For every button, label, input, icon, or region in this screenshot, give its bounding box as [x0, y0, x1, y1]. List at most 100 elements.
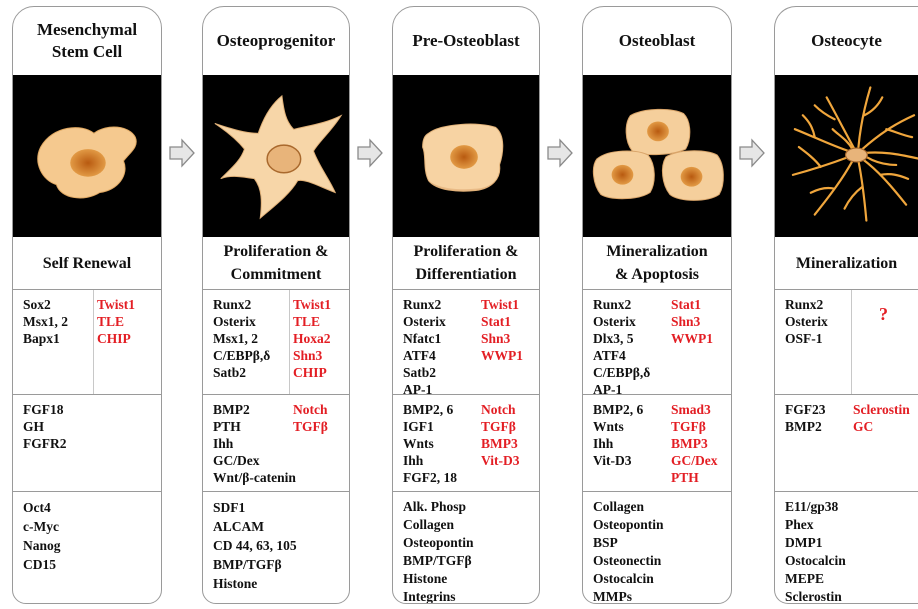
list-item: Wnts — [403, 435, 457, 452]
signaling-row: BMP2, 6 IGF1 Wnts Ihh FGF2, 18 Notch TGF… — [393, 395, 539, 492]
list-item: IGF1 — [403, 418, 457, 435]
list-item: BMP/TGFβ — [403, 552, 474, 570]
markers-row: SDF1 ALCAM CD 44, 63, 105 BMP/TGFβ Histo… — [203, 492, 349, 603]
cell-image — [775, 75, 918, 237]
transcription-factors-row: Runx2 Osterix Msx1, 2 C/EBPβ,δ Satb2 Twi… — [203, 290, 349, 395]
list-item: Twist1 — [481, 296, 523, 313]
arrow-right-icon — [356, 138, 384, 168]
list-item: Ihh — [213, 435, 296, 452]
list-item: Phex — [785, 516, 846, 534]
list-item: Shn3 — [481, 330, 523, 347]
cell-image — [203, 75, 349, 237]
markers-row: Alk. Phosp Collagen Osteopontin BMP/TGFβ… — [393, 492, 539, 603]
list-item: BMP3 — [481, 435, 520, 452]
list-item: Runx2 — [403, 296, 446, 313]
list-item: Satb2 — [213, 364, 270, 381]
divider — [93, 290, 94, 394]
arrow-right-icon — [546, 138, 574, 168]
inhibitor-list: Stat1 Shn3 WWP1 — [671, 296, 713, 347]
stage-process: Mineralization & Apoptosis — [583, 237, 731, 290]
activator-list: Runx2 Osterix Nfatc1 ATF4 Satb2 AP-1 — [403, 296, 446, 398]
list-item: BMP3 — [671, 435, 718, 452]
list-item: Nfatc1 — [403, 330, 446, 347]
stage-title: Osteoblast — [583, 7, 731, 75]
list-item: GH — [23, 418, 67, 435]
column-osteoblast: Osteoblast Mineralization & Apoptosis Ru… — [582, 6, 732, 604]
list-item: Osterix — [403, 313, 446, 330]
list-item: MMPs — [593, 588, 664, 604]
list-item: BMP2 — [213, 401, 296, 418]
activator-list: BMP2, 6 IGF1 Wnts Ihh FGF2, 18 — [403, 401, 457, 486]
list-item: BMP/TGFβ — [213, 555, 297, 574]
signaling-row: FGF18 GH FGFR2 — [13, 395, 161, 492]
inhibitor-list: Smad3 TGFβ BMP3 GC/Dex PTH — [671, 401, 718, 486]
list-item: Osterix — [785, 313, 828, 330]
list-item: ALCAM — [213, 517, 297, 536]
list-item: Runx2 — [593, 296, 650, 313]
column-osteocyte: Osteocyte Mineralization Runx2 Osterix — [774, 6, 918, 604]
list-item: Shn3 — [293, 347, 331, 364]
list-item: Ostocalcin — [785, 552, 846, 570]
list-item: DMP1 — [785, 534, 846, 552]
marker-list: Oct4 c-Myc Nanog CD15 — [23, 498, 61, 574]
list-item: Ihh — [403, 452, 457, 469]
column-pre-osteoblast: Pre-Osteoblast Proliferation & Different… — [392, 6, 540, 604]
list-item: TLE — [293, 313, 331, 330]
list-item: Notch — [481, 401, 520, 418]
list-item: GC/Dex — [671, 452, 718, 469]
list-item: Wnts — [593, 418, 643, 435]
list-item: TGFβ — [293, 418, 328, 435]
mesenchymal-stem-cell-illustration — [13, 75, 161, 237]
osteoprogenitor-illustration — [203, 75, 349, 237]
list-item: Notch — [293, 401, 328, 418]
list-item: Sclerostin — [853, 401, 910, 418]
markers-row: E11/gp38 Phex DMP1 Ostocalcin MEPE Scler… — [775, 492, 918, 603]
stage-process: Self Renewal — [13, 237, 161, 290]
list-item: C/EBPβ,δ — [213, 347, 270, 364]
transcription-factors-row: Runx2 Osterix Dlx3, 5 ATF4 C/EBPβ,δ AP-1… — [583, 290, 731, 395]
inhibitor-list: Notch TGFβ BMP3 Vit-D3 — [481, 401, 520, 469]
list-item: FGF23 — [785, 401, 826, 418]
list-item: Oct4 — [23, 498, 61, 517]
list-item: Wnt/β-catenin — [213, 469, 296, 486]
list-item: Histone — [213, 574, 297, 593]
activator-list: Runx2 Osterix Msx1, 2 C/EBPβ,δ Satb2 — [213, 296, 270, 381]
cell-image — [393, 75, 539, 237]
list-item: Ostocalcin — [593, 570, 664, 588]
list-item: Osterix — [213, 313, 270, 330]
list-item: Runx2 — [213, 296, 270, 313]
markers-row: Oct4 c-Myc Nanog CD15 — [13, 492, 161, 603]
activator-list: FGF18 GH FGFR2 — [23, 401, 67, 452]
list-item: ATF4 — [593, 347, 650, 364]
stage-process: Proliferation & Differentiation — [393, 237, 539, 290]
list-item: Msx1, 2 — [23, 313, 68, 330]
signaling-row: FGF23 BMP2 Sclerostin GC — [775, 395, 918, 492]
list-item: Stat1 — [481, 313, 523, 330]
list-item: BMP2, 6 — [593, 401, 643, 418]
list-item: SDF1 — [213, 498, 297, 517]
list-item: Alk. Phosp — [403, 498, 474, 516]
stage-process: Mineralization — [775, 237, 918, 290]
list-item: Collagen — [403, 516, 474, 534]
list-item: Histone — [403, 570, 474, 588]
list-item: FGF18 — [23, 401, 67, 418]
inhibitor-list: Twist1 Stat1 Shn3 WWP1 — [481, 296, 523, 364]
list-item: CD15 — [23, 555, 61, 574]
inhibitor-list: Sclerostin GC — [853, 401, 910, 435]
list-item: FGFR2 — [23, 435, 67, 452]
list-item: C/EBPβ,δ — [593, 364, 650, 381]
list-item: PTH — [213, 418, 296, 435]
inhibitor-list: Notch TGFβ — [293, 401, 328, 435]
list-item: FGF2, 18 — [403, 469, 457, 486]
list-item: Sox2 — [23, 296, 68, 313]
list-item: c-Myc — [23, 517, 61, 536]
inhibitor-list: Twist1 TLE Hoxa2 Shn3 CHIP — [293, 296, 331, 381]
list-item: Ihh — [593, 435, 643, 452]
arrow-right-icon — [168, 138, 196, 168]
activator-list: Runx2 Osterix OSF-1 — [785, 296, 828, 347]
marker-list: E11/gp38 Phex DMP1 Ostocalcin MEPE Scler… — [785, 498, 846, 604]
list-item: TGFβ — [481, 418, 520, 435]
marker-list: SDF1 ALCAM CD 44, 63, 105 BMP/TGFβ Histo… — [213, 498, 297, 593]
list-item: Sclerostin — [785, 588, 846, 604]
transcription-factors-row: Sox2 Msx1, 2 Bapx1 Twist1 TLE CHIP — [13, 290, 161, 395]
